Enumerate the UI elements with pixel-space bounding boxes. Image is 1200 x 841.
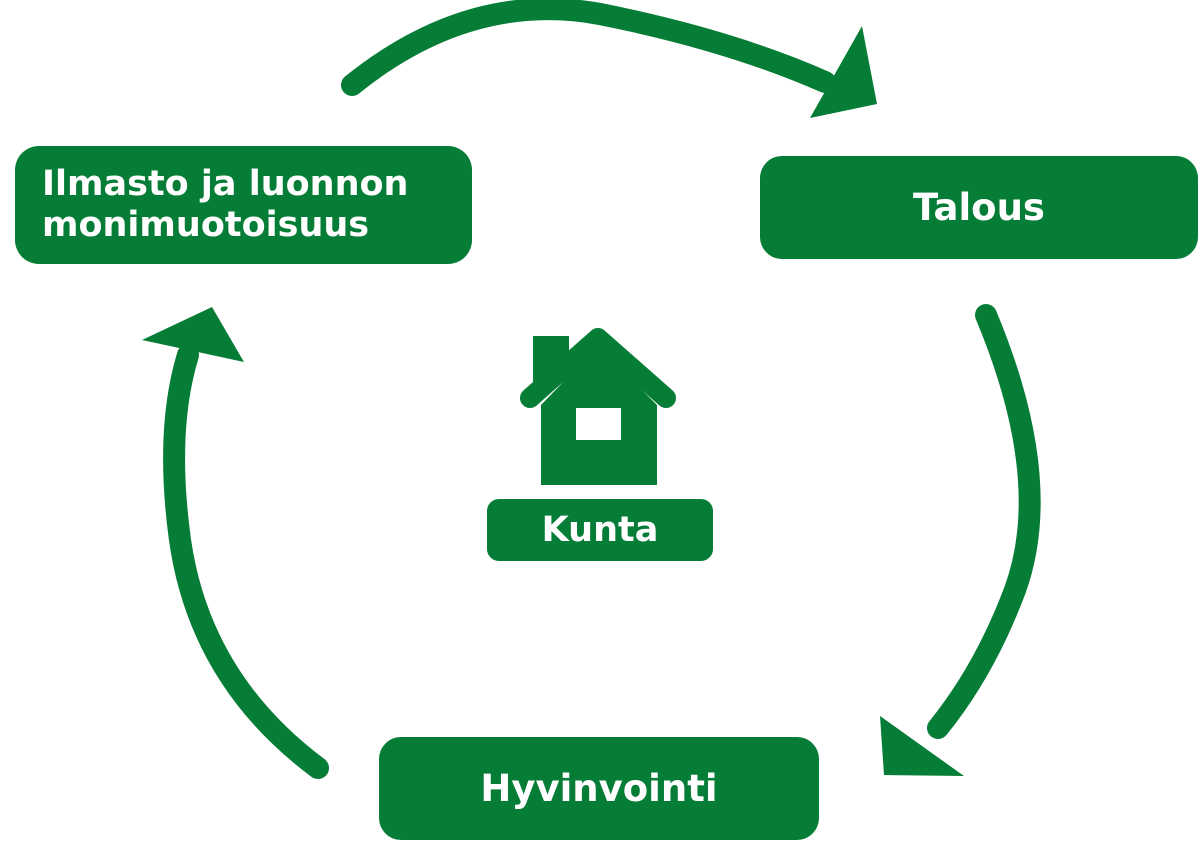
node-municipality: Kunta: [487, 499, 713, 561]
node-climate-label: Ilmasto ja luonnon monimuotoisuus: [42, 164, 409, 245]
arrow-climate-to-economy: [341, 0, 877, 118]
node-economy-label: Talous: [913, 186, 1045, 229]
node-economy: Talous: [760, 156, 1198, 259]
house-icon: [520, 328, 676, 485]
arrow-wellbeing-to-climate: [142, 307, 329, 779]
node-wellbeing-label: Hyvinvointi: [480, 767, 718, 810]
arrow-economy-to-wellbeing: [880, 304, 1041, 776]
node-wellbeing: Hyvinvointi: [379, 737, 819, 840]
node-municipality-label: Kunta: [541, 510, 659, 550]
node-climate-biodiversity: Ilmasto ja luonnon monimuotoisuus: [15, 146, 472, 264]
